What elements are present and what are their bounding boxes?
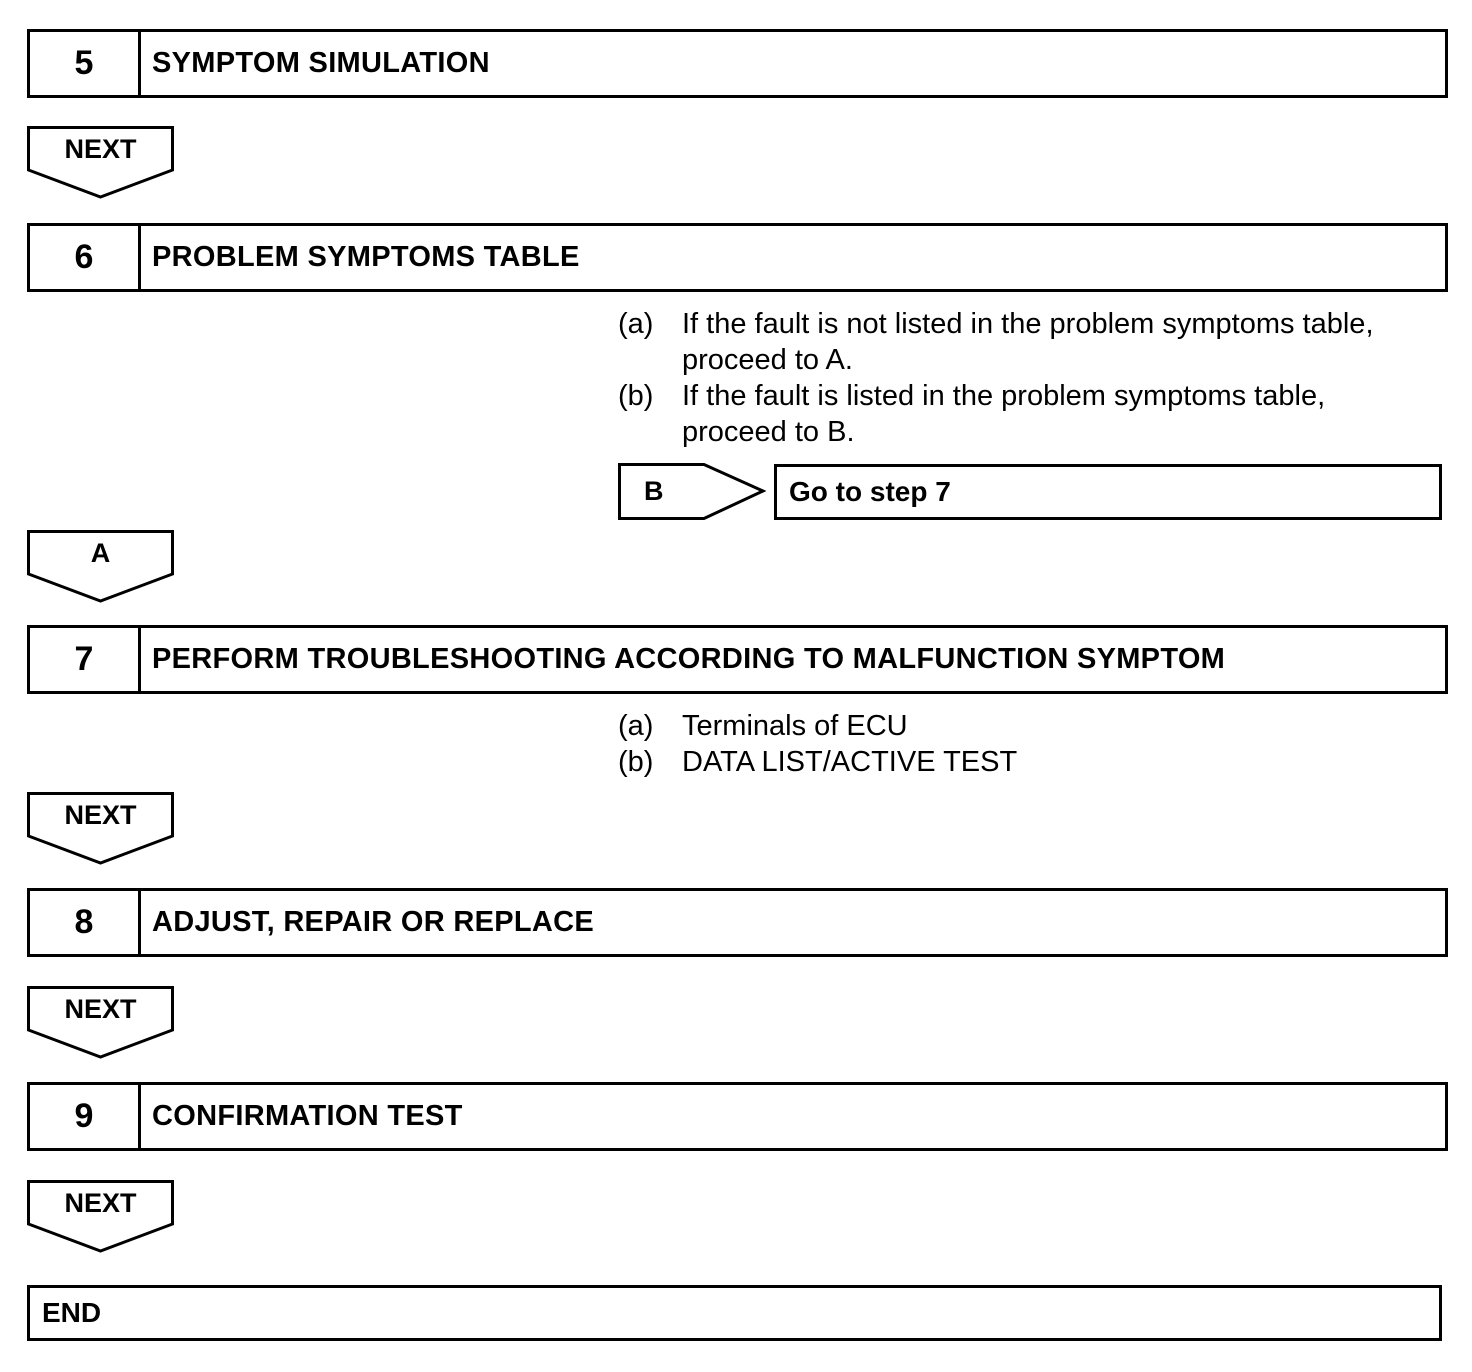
branch-b-arrow: B	[618, 463, 766, 521]
note-text: If the fault is not listed in the proble…	[682, 306, 1374, 378]
note-text: If the fault is listed in the problem sy…	[682, 378, 1374, 450]
branch-label: B	[644, 475, 664, 506]
note-text: DATA LIST/ACTIVE TEST	[682, 746, 1018, 778]
next-arrow: NEXT	[27, 792, 174, 867]
next-arrow: NEXT	[27, 126, 174, 201]
arrow-label: NEXT	[64, 993, 137, 1024]
arrow-label: NEXT	[64, 133, 137, 164]
note-line: proceed to B.	[682, 416, 855, 448]
note-tag: (b)	[618, 746, 654, 778]
step-number: 6	[30, 226, 141, 289]
note-item: (b) If the fault is listed in the proble…	[618, 378, 1374, 450]
next-arrow: NEXT	[27, 986, 174, 1061]
step-9-box: 9 CONFIRMATION TEST	[27, 1082, 1448, 1151]
step-title: SYMPTOM SIMULATION	[152, 47, 490, 79]
step-6-box: 6 PROBLEM SYMPTOMS TABLE	[27, 223, 1448, 292]
next-arrow: NEXT	[27, 1180, 174, 1255]
note-text: Terminals of ECU	[682, 710, 908, 742]
step-number: 7	[30, 628, 141, 691]
step-number: 9	[30, 1085, 141, 1148]
down-arrow-icon	[27, 126, 174, 199]
note-tag: (a)	[618, 710, 654, 742]
arrow-label: NEXT	[64, 1187, 137, 1218]
step-5-box: 5 SYMPTOM SIMULATION	[27, 29, 1448, 98]
step-6-notes: (a) If the fault is not listed in the pr…	[618, 306, 1374, 450]
step-number: 5	[30, 32, 141, 95]
note-item: (a) Terminals of ECU	[618, 708, 1017, 744]
note-line: If the fault is not listed in the proble…	[682, 308, 1374, 340]
note-item: (a) If the fault is not listed in the pr…	[618, 306, 1374, 378]
step-7-box: 7 PERFORM TROUBLESHOOTING ACCORDING TO M…	[27, 625, 1448, 694]
note-line: If the fault is listed in the problem sy…	[682, 380, 1326, 412]
step-title: PERFORM TROUBLESHOOTING ACCORDING TO MAL…	[152, 643, 1226, 675]
arrow-label: NEXT	[64, 799, 137, 830]
down-arrow-icon	[27, 986, 174, 1059]
a-arrow: A	[27, 530, 174, 605]
right-arrow-icon	[618, 463, 766, 520]
end-box: END	[27, 1285, 1442, 1341]
step-8-box: 8 ADJUST, REPAIR OR REPLACE	[27, 888, 1448, 957]
note-tag: (a)	[618, 308, 654, 340]
arrow-label: A	[90, 537, 111, 568]
note-line: proceed to A.	[682, 344, 853, 376]
step-title: ADJUST, REPAIR OR REPLACE	[152, 906, 595, 938]
note-tag: (b)	[618, 380, 654, 412]
down-arrow-icon	[27, 792, 174, 865]
step-number: 8	[30, 891, 141, 954]
goto-step-box: Go to step 7	[774, 464, 1442, 520]
down-arrow-icon	[27, 1180, 174, 1253]
step-title: PROBLEM SYMPTOMS TABLE	[152, 241, 580, 273]
note-item: (b) DATA LIST/ACTIVE TEST	[618, 744, 1017, 780]
step-7-notes: (a) Terminals of ECU (b) DATA LIST/ACTIV…	[618, 708, 1017, 780]
step-title: CONFIRMATION TEST	[152, 1100, 463, 1132]
down-arrow-icon	[27, 530, 174, 603]
